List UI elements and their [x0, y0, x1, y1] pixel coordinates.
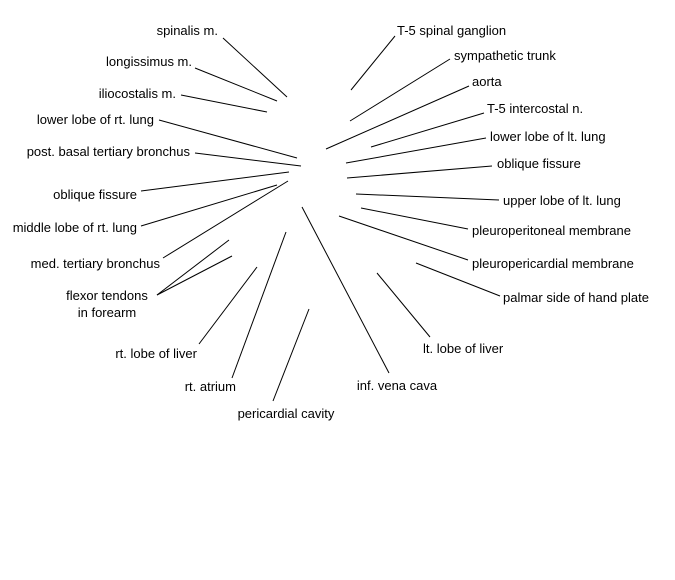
label-t5-spinal-ganglion: T-5 spinal ganglion — [397, 23, 506, 38]
label-pleuropericardial: pleuropericardial membrane — [472, 256, 634, 271]
label-palmar-side: palmar side of hand plate — [503, 290, 649, 305]
leader-rt-lobe-liver — [198, 266, 258, 345]
leader-pericardial-cavity — [272, 308, 310, 402]
leader-lower-lobe-rt-lung — [158, 119, 298, 159]
leader-t5-spinal-ganglion — [350, 35, 396, 91]
label-oblique-fissure-right: oblique fissure — [497, 156, 581, 171]
leader-spinalis — [222, 37, 288, 98]
leader-palmar-side — [415, 262, 501, 297]
leader-t5-intercostal — [370, 112, 485, 148]
leader-pleuroperitoneal — [360, 207, 469, 230]
label-lt-lobe-liver: lt. lobe of liver — [423, 341, 504, 356]
leader-med-tertiary-bronchus — [162, 180, 289, 259]
label-sympathetic-trunk: sympathetic trunk — [454, 48, 556, 63]
label-spinalis: spinalis m. — [157, 23, 218, 38]
leader-middle-lobe-rt-lung — [140, 184, 278, 227]
leader-lt-lobe-liver — [376, 272, 431, 338]
leader-aorta — [325, 85, 470, 150]
label-post-basal-bronchus: post. basal tertiary bronchus — [27, 144, 191, 159]
leader-longissimus — [194, 67, 278, 102]
leader-lower-lobe-lt-lung — [345, 137, 487, 164]
leader-inf-vena-cava — [301, 206, 390, 374]
label-rt-atrium: rt. atrium — [185, 379, 236, 394]
label-flexor-tendons-line2: in forearm — [78, 305, 137, 320]
leader-rt-atrium — [231, 231, 287, 379]
label-middle-lobe-rt-lung: middle lobe of rt. lung — [13, 220, 137, 235]
label-aorta: aorta — [472, 74, 502, 89]
leader-sympathetic-trunk — [349, 58, 451, 122]
label-longissimus: longissimus m. — [106, 54, 192, 69]
leader-upper-lobe-lt-lung — [355, 193, 500, 201]
leader-flexor-tendons-b — [156, 255, 233, 296]
label-iliocostalis: iliocostalis m. — [99, 86, 176, 101]
label-flexor-tendons-line1: flexor tendons — [66, 288, 148, 303]
leader-iliocostalis — [180, 94, 268, 113]
leader-oblique-fissure-left — [140, 171, 290, 192]
label-oblique-fissure-left: oblique fissure — [53, 187, 137, 202]
label-t5-intercostal: T-5 intercostal n. — [487, 101, 583, 116]
label-pericardial-cavity: pericardial cavity — [238, 406, 335, 421]
label-inf-vena-cava: inf. vena cava — [357, 378, 438, 393]
label-med-tertiary-bronchus: med. tertiary bronchus — [31, 256, 161, 271]
label-upper-lobe-lt-lung: upper lobe of lt. lung — [503, 193, 621, 208]
leader-flexor-tendons-a — [156, 239, 230, 296]
leader-post-basal-bronchus — [194, 152, 302, 167]
label-lower-lobe-rt-lung: lower lobe of rt. lung — [37, 112, 154, 127]
leader-lines — [140, 35, 501, 402]
label-rt-lobe-liver: rt. lobe of liver — [115, 346, 197, 361]
label-pleuroperitoneal: pleuroperitoneal membrane — [472, 223, 631, 238]
leader-pleuropericardial — [338, 215, 469, 261]
label-lower-lobe-lt-lung: lower lobe of lt. lung — [490, 129, 606, 144]
labels: spinalis m. longissimus m. iliocostalis … — [13, 23, 649, 421]
leader-oblique-fissure-right — [346, 165, 493, 179]
